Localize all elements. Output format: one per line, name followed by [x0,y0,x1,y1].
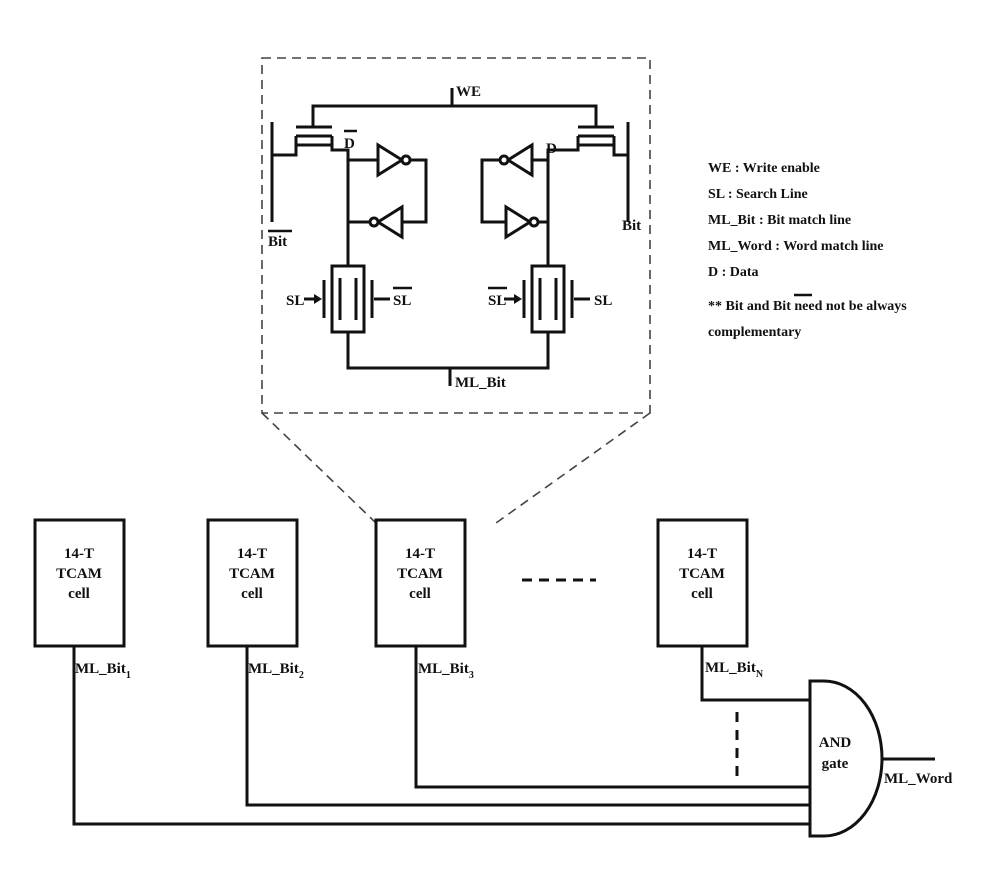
legend-ml-word: ML_Word : Word match line [708,239,884,254]
gate-line1: AND [819,735,852,751]
legend-we: WE : Write enable [708,161,820,176]
cell-n-line2: TCAM [679,566,725,582]
cell-1-line2: TCAM [56,566,102,582]
sl-bar-left-label: SL [393,293,411,309]
cell-n-line1: 14-T [687,546,717,562]
cell-3-line2: TCAM [397,566,443,582]
left-inverter-pair [346,142,428,260]
legend-d: D : Data [708,265,759,280]
right-transmission-gate: SL SL [488,260,612,342]
match-line-wiring [72,646,810,826]
tcam-cell-3: 14-T TCAM cell ML_Bit3 [374,518,474,681]
cell-2-line3: cell [241,586,263,602]
legend-note: ** Bit and Bit need not be always [708,299,907,314]
tcam-cell-schematic: WE Bit D Bit D [268,84,641,391]
and-gate: AND gate ML_Word [808,679,953,838]
right-access-transistor: Bit D [546,122,641,234]
left-access-transistor: Bit D [268,122,357,250]
ml-bit-line: ML_Bit [346,342,550,391]
d-bar-label: D [344,136,355,152]
left-transmission-gate: SL SL [286,260,412,342]
tcam-cell-1: 14-T TCAM cell ML_Bit1 [33,518,131,681]
cell-1-output-label: ML_Bit1 [75,661,131,681]
cell-2-output-label: ML_Bit2 [248,661,304,681]
cell-3-line1: 14-T [405,546,435,562]
write-enable-line: WE [311,84,598,127]
cell-3-line3: cell [409,586,431,602]
cell-2-line1: 14-T [237,546,267,562]
cell-zoom-frame [261,57,651,414]
gate-line2: gate [822,756,849,772]
legend-ml-bit: ML_Bit : Bit match line [708,213,851,228]
cell-n-output-label: ML_BitN [705,660,764,680]
sl-right-label: SL [594,293,612,309]
ml-bit-label: ML_Bit [455,375,506,391]
bit-label: Bit [622,218,641,234]
sl-left-label: SL [286,293,304,309]
zoom-callout [261,57,651,524]
cell-n-line3: cell [691,586,713,602]
cell-1-line3: cell [68,586,90,602]
we-label: WE [456,84,481,100]
sl-bar-right-label: SL [488,293,506,309]
legend-sl: SL : Search Line [708,187,808,202]
bit-bar-label: Bit [268,234,287,250]
zoom-line-left [261,412,377,524]
cell-3-output-label: ML_Bit3 [418,661,474,681]
tcam-cell-2: 14-T TCAM cell ML_Bit2 [206,518,304,681]
legend-note-line2: complementary [708,325,801,340]
d-label: D [546,141,557,157]
cell-2-line2: TCAM [229,566,275,582]
cell-1-line1: 14-T [64,546,94,562]
zoom-line-right [495,412,651,524]
right-inverter-pair [480,142,550,260]
legend: WE : Write enable SL : Search Line ML_Bi… [708,161,907,340]
ml-word-label: ML_Word [884,771,953,787]
tcam-cell-n: 14-T TCAM cell ML_BitN [656,518,764,680]
